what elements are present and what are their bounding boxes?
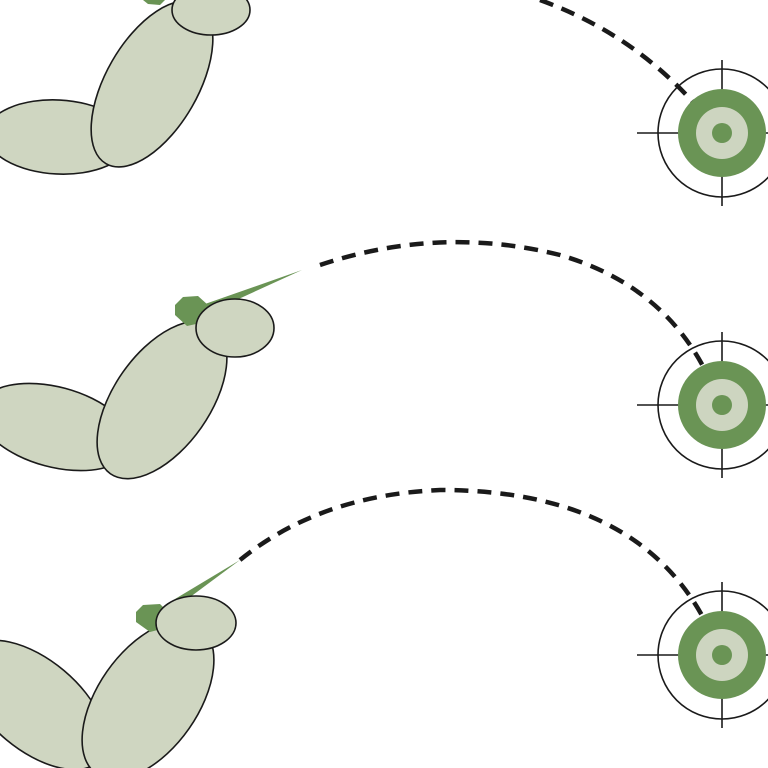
- dart-flight: [143, 0, 165, 5]
- target: [636, 59, 768, 207]
- target: [636, 581, 768, 729]
- hand: [195, 298, 275, 358]
- target: [636, 331, 768, 479]
- dart-trajectory: [238, 487, 723, 656]
- arm: [0, 560, 240, 768]
- arm: [0, 270, 302, 480]
- panel-follow-through: [0, 0, 768, 207]
- panel-windup: [0, 487, 768, 768]
- dart-trajectory: [319, 239, 723, 406]
- panel-release: [0, 239, 768, 480]
- arm: [0, 0, 251, 175]
- hand: [155, 595, 237, 651]
- hand: [171, 0, 251, 36]
